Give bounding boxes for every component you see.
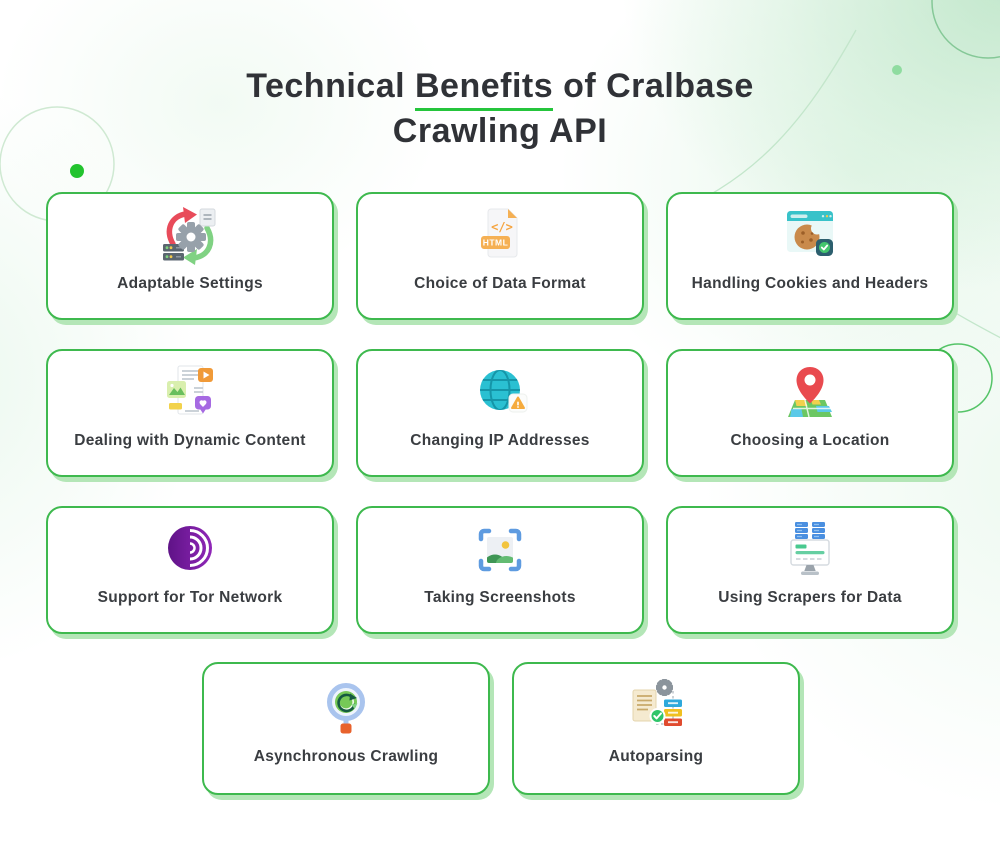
html-badge-text: HTML bbox=[483, 238, 509, 248]
adaptable-settings-icon bbox=[158, 204, 222, 268]
page-title: Technical Benefits of Cralbase Crawling … bbox=[0, 64, 1000, 154]
card-choice-of-data-format: </> HTML Choice of Data Format bbox=[356, 192, 644, 320]
card-using-scrapers-for-data: Using Scrapers for Data bbox=[666, 506, 954, 634]
autoparsing-icon bbox=[624, 677, 688, 741]
title-line-2: Crawling API bbox=[392, 112, 608, 150]
globe-warning-icon bbox=[468, 361, 532, 425]
card-dealing-with-dynamic-content: Dealing with Dynamic Content bbox=[46, 349, 334, 477]
map-pin-icon bbox=[778, 361, 842, 425]
screenshot-frame-icon bbox=[468, 518, 532, 582]
card-changing-ip-addresses: Changing IP Addresses bbox=[356, 349, 644, 477]
card-adaptable-settings: Adaptable Settings bbox=[46, 192, 334, 320]
card-label: Support for Tor Network bbox=[97, 589, 283, 606]
card-label: Using Scrapers for Data bbox=[718, 589, 902, 606]
scraper-monitor-icon bbox=[778, 518, 842, 582]
circle-outline-topright bbox=[931, 0, 1000, 59]
card-asynchronous-crawling: Asynchronous Crawling bbox=[202, 662, 490, 795]
card-label: Choice of Data Format bbox=[414, 275, 586, 292]
card-label: Changing IP Addresses bbox=[410, 432, 590, 449]
tor-logo-icon bbox=[158, 518, 222, 582]
card-support-for-tor-network: Support for Tor Network bbox=[46, 506, 334, 634]
card-label: Autoparsing bbox=[608, 748, 704, 765]
title-line-1: Technical Benefits of Cralbase bbox=[0, 64, 1000, 111]
card-label: Asynchronous Crawling bbox=[253, 748, 439, 765]
html-file-icon: </> HTML bbox=[468, 204, 532, 268]
card-taking-screenshots: Taking Screenshots bbox=[356, 506, 644, 634]
cookie-browser-icon bbox=[778, 204, 842, 268]
card-label: Taking Screenshots bbox=[424, 589, 576, 606]
title-text: Technical bbox=[246, 67, 415, 105]
card-label: Adaptable Settings bbox=[117, 275, 263, 292]
title-text: of Cralbase bbox=[553, 67, 754, 105]
card-label: Choosing a Location bbox=[730, 432, 890, 449]
card-autoparsing: Autoparsing bbox=[512, 662, 800, 795]
card-label: Handling Cookies and Headers bbox=[691, 275, 929, 292]
magnifier-sync-icon bbox=[314, 677, 378, 741]
dynamic-content-icon bbox=[158, 361, 222, 425]
title-highlight-underlined: Benefits bbox=[415, 67, 554, 111]
card-label: Dealing with Dynamic Content bbox=[74, 432, 306, 449]
code-glyph-text: </> bbox=[491, 220, 513, 234]
card-choosing-a-location: Choosing a Location bbox=[666, 349, 954, 477]
card-handling-cookies-and-headers: Handling Cookies and Headers bbox=[666, 192, 954, 320]
green-dot-topleft bbox=[70, 164, 84, 178]
